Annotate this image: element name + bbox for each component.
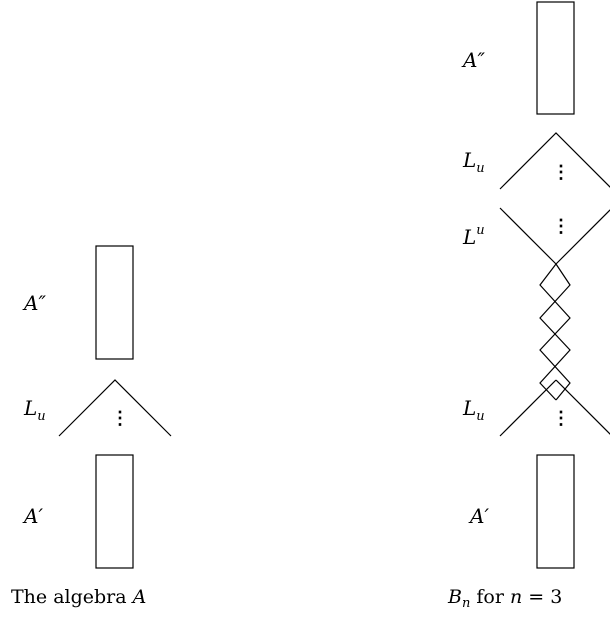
right-top-block xyxy=(536,1,575,115)
right-lower-wedge-left xyxy=(499,379,557,437)
right-middle-v xyxy=(499,207,557,265)
left-diagram: A″ Lu ⋮ A′ The algebra A xyxy=(11,245,172,608)
left-wedge xyxy=(58,379,172,437)
right-top-block-label: A″ xyxy=(461,48,485,72)
right-braid-strand-b xyxy=(539,263,571,401)
left-bottom-block xyxy=(95,454,134,569)
right-bottom-block-label: A′ xyxy=(468,504,489,528)
right-lower-wedge-dots: ⋮ xyxy=(552,408,570,429)
left-caption: The algebra A xyxy=(11,586,146,608)
right-braid-strand-a xyxy=(539,263,571,401)
left-bottom-block-label: A′ xyxy=(22,504,43,528)
left-top-block-label: A″ xyxy=(22,291,46,315)
right-upper-wedge-dots: ⋮ xyxy=(552,162,570,183)
right-lower-wedge-label: Lu xyxy=(462,396,485,424)
right-bottom-block xyxy=(536,454,575,569)
left-top-block xyxy=(95,245,134,360)
right-upper-wedge-label: Lu xyxy=(462,148,485,176)
right-upper-wedge xyxy=(499,132,610,190)
left-wedge-label: Lu xyxy=(23,396,46,424)
right-middle-v-right xyxy=(555,209,610,265)
right-middle-v-dots: ⋮ xyxy=(552,216,570,237)
right-lower-wedge-right xyxy=(555,379,610,435)
right-caption: Bn for n = 3 xyxy=(447,586,562,611)
left-wedge-dots: ⋮ xyxy=(111,408,129,429)
right-diagram: A″ Lu ⋮ Lu ⋮ Lu ⋮ A′ Bn for n = 3 xyxy=(447,1,610,611)
right-middle-v-label: Lu xyxy=(462,223,485,249)
